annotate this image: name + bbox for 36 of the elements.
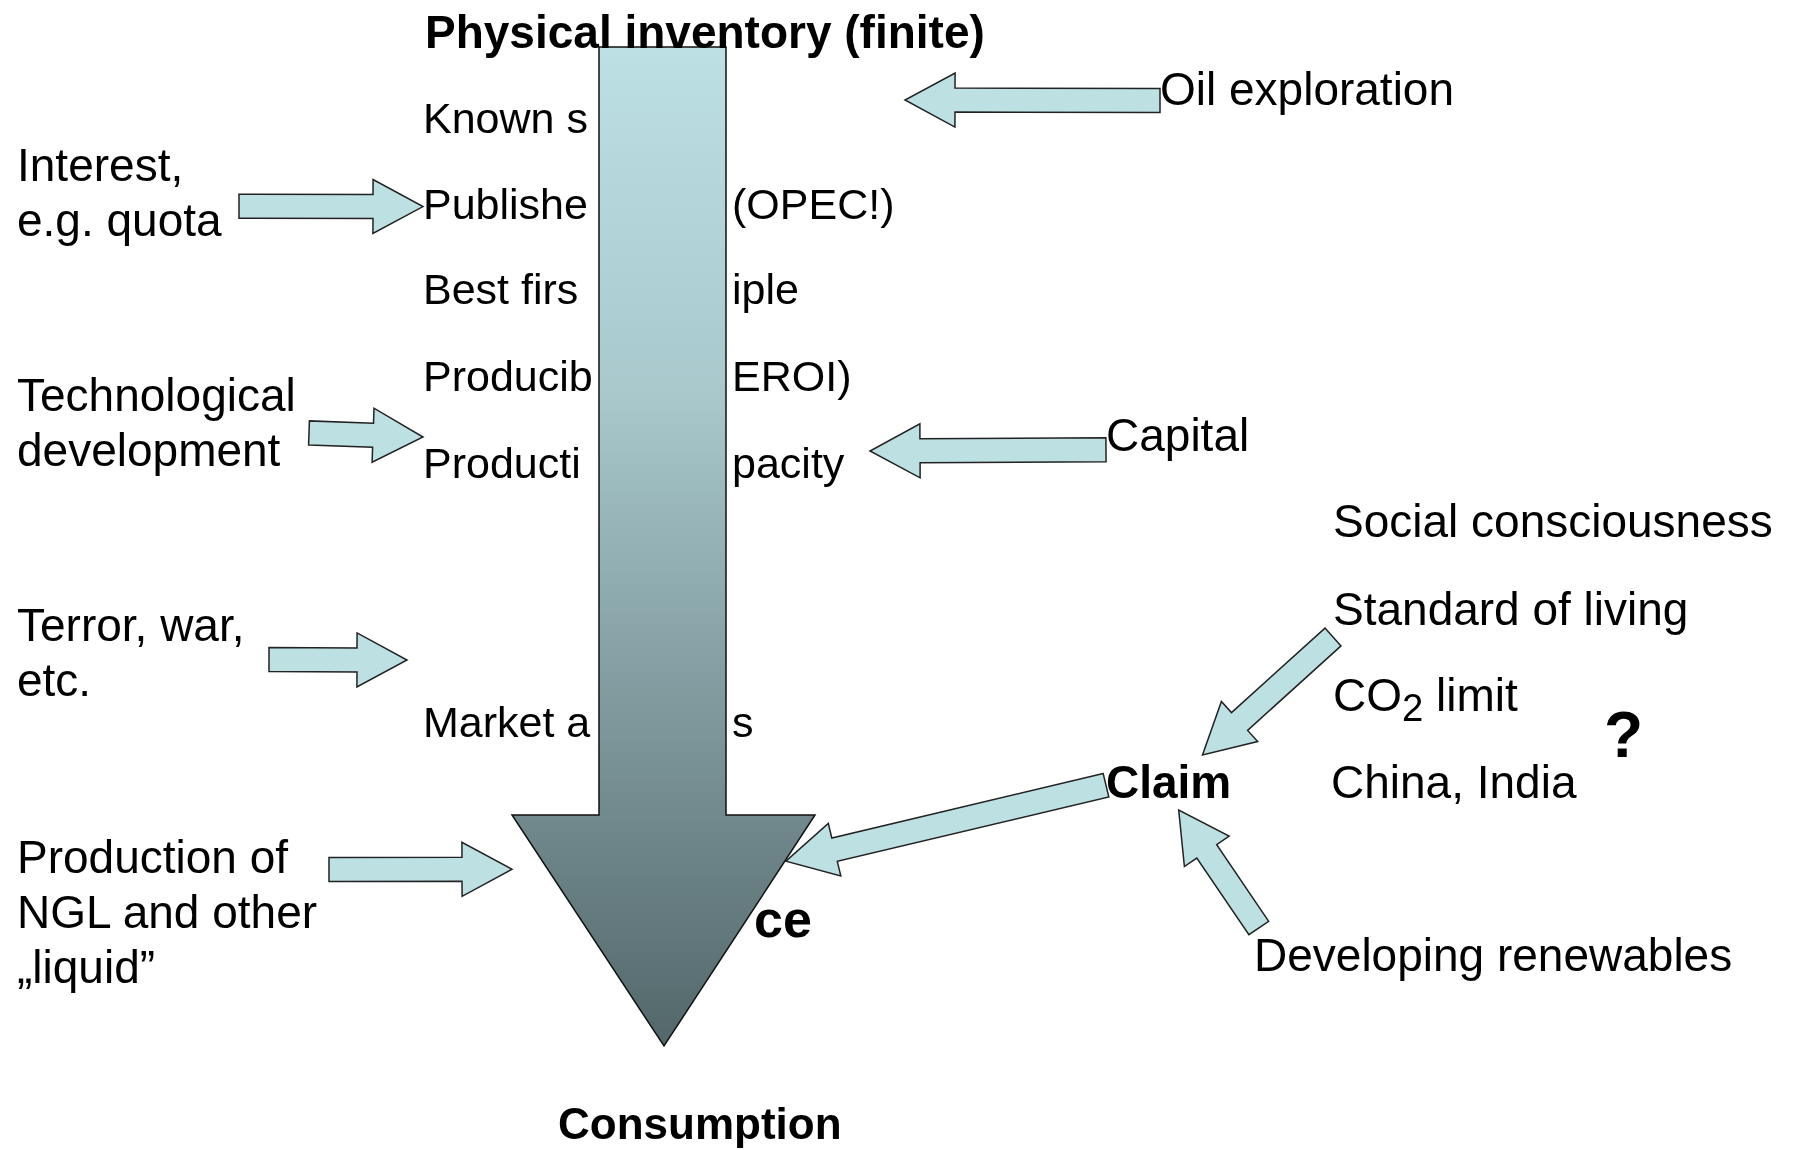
factor-text: CO$_{2}$ limit xyxy=(1333,668,1518,732)
list-item-text: (OPEC!) xyxy=(732,179,895,230)
list-item-text: EROI) xyxy=(732,351,852,402)
factor-text: Production of NGL and other „liquid” xyxy=(17,831,318,993)
list-item-text: Publishe xyxy=(423,179,588,230)
block-arrow xyxy=(238,178,425,235)
arrow-inner-text: ce xyxy=(754,890,812,948)
factor-text: Oil exploration xyxy=(1160,63,1455,115)
list-item-text: pacity xyxy=(732,438,845,489)
list-item-text: iple xyxy=(732,264,799,315)
factor-text: China, India xyxy=(1331,755,1577,810)
list-item-text: Best firs xyxy=(423,264,579,315)
list-item-text: Known s xyxy=(423,93,588,144)
heading-text: Claim xyxy=(1106,756,1232,808)
block-arrow xyxy=(328,841,514,898)
block-arrow xyxy=(307,406,425,464)
list-item-text: s xyxy=(732,697,754,748)
list-item-text: Market a xyxy=(423,697,591,748)
factor-text: Interest, e.g. quota xyxy=(17,139,222,246)
factor-text: Developing renewables xyxy=(1254,929,1733,981)
list-item-text: Producib xyxy=(423,351,593,402)
outcome-label: Consumption xyxy=(558,1100,842,1148)
factor-text: Standard of living xyxy=(1333,583,1689,635)
list-item-text: Producti xyxy=(423,438,581,489)
block-arrow xyxy=(1177,808,1270,936)
factor-text: Capital xyxy=(1106,409,1250,461)
block-arrow xyxy=(268,631,409,689)
title: Physical inventory (finite) xyxy=(425,6,985,58)
question-mark: ? xyxy=(1604,700,1644,770)
factor-text: Technological development xyxy=(17,369,296,476)
block-arrow xyxy=(784,772,1110,877)
factor-text: Social consciousness xyxy=(1333,494,1773,549)
block-arrow xyxy=(903,71,1161,129)
block-arrow xyxy=(868,422,1107,480)
block-arrow xyxy=(1201,627,1343,757)
factor-text: Terror, war, etc. xyxy=(17,599,245,706)
